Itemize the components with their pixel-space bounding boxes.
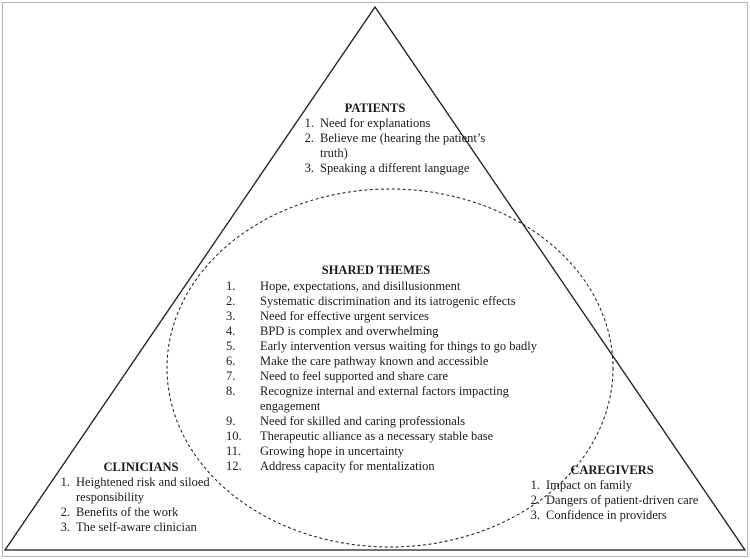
list-item-number: 3.	[304, 161, 314, 175]
list-item-text: Speaking a different language	[320, 161, 470, 175]
list-item: 1. Need for explanations	[300, 116, 490, 131]
list-item: 2. Believe me (hearing the patient’s trut…	[300, 131, 490, 161]
list-item-text: Benefits of the work	[76, 505, 179, 519]
list-item-number: 2.	[226, 294, 236, 308]
list-item-number: 3.	[226, 309, 236, 323]
list-item: 5. Early intervention versus waiting for …	[226, 339, 556, 354]
list-item-text: Systematic discrimination and its iatrog…	[260, 294, 516, 308]
list-item: 7. Need to feel supported and share care	[226, 369, 556, 384]
list-item-number: 1.	[226, 279, 236, 293]
list-item-text: Recognize internal and external factors …	[260, 384, 509, 413]
caregivers-list: 1. Impact on family 2. Dangers of patient-d…	[526, 478, 716, 523]
shared-themes-heading: SHARED THEMES	[321, 263, 431, 277]
caregivers-heading: CAREGIVERS	[570, 463, 654, 477]
list-item-text: The self-aware clinician	[76, 520, 197, 534]
list-item-text: Need for effective urgent services	[260, 309, 429, 323]
list-item-text: Growing hope in uncertainty	[260, 444, 405, 458]
list-item-number: 2.	[530, 493, 540, 507]
list-item-text: Need to feel supported and share care	[260, 369, 449, 383]
list-item-number: 2.	[304, 131, 314, 145]
list-item-text: Heightened risk and siloed responsibilit…	[76, 475, 210, 504]
list-item: 2. Benefits of the work	[56, 505, 236, 520]
list-item: 2. Dangers of patient-driven care	[526, 493, 716, 508]
list-item: 9. Need for skilled and caring profession…	[226, 414, 556, 429]
list-item-number: 1.	[304, 116, 314, 130]
list-item-text: Make the care pathway known and accessib…	[260, 354, 489, 368]
list-item-text: Early intervention versus waiting for th…	[260, 339, 538, 353]
list-item: 3. The self-aware clinician	[56, 520, 236, 535]
shared-themes-section: SHARED THEMES 1. Hope, expectations, and …	[226, 263, 556, 474]
clinicians-section: CLINICIANS 1. Heightened risk and siloed …	[56, 460, 236, 535]
list-item-number: 9.	[226, 414, 236, 428]
list-item: 6. Make the care pathway known and access…	[226, 354, 556, 369]
list-item: 1. Hope, expectations, and disillusionmen…	[226, 279, 556, 294]
patients-section: PATIENTS 1. Need for explanations 2. Believ…	[300, 101, 490, 176]
list-item-text: Dangers of patient-driven care	[546, 493, 699, 507]
list-item: 8. Recognize internal and external factor…	[226, 384, 556, 414]
list-item-text: Hope, expectations, and disillusionment	[260, 279, 461, 293]
clinicians-list: 1. Heightened risk and siloed responsibil…	[56, 475, 236, 535]
list-item-number: 2.	[60, 505, 70, 519]
list-item-text: Address capacity for mentalization	[260, 459, 435, 473]
list-item: 4. BPD is complex and overwhelming	[226, 324, 556, 339]
list-item: 10. Therapeutic alliance as a necessary s…	[226, 429, 556, 444]
list-item: 1. Impact on family	[526, 478, 716, 493]
list-item-text: Therapeutic alliance as a necessary stab…	[260, 429, 494, 443]
list-item-text: Confidence in providers	[546, 508, 667, 522]
list-item-number: 6.	[226, 354, 236, 368]
list-item-text: Need for explanations	[320, 116, 431, 130]
shared-themes-ellipse	[166, 188, 614, 548]
list-item: 3. Speaking a different language	[300, 161, 490, 176]
list-item-text: Believe me (hearing the patient’s truth)	[320, 131, 486, 160]
list-item-number: 11.	[226, 444, 242, 458]
list-item-text: Need for skilled and caring professional…	[260, 414, 466, 428]
patients-heading: PATIENTS	[344, 101, 406, 115]
list-item: 12. Address capacity for mentalization	[226, 459, 556, 474]
shared-themes-list: 1. Hope, expectations, and disillusionmen…	[226, 279, 556, 474]
list-item-number: 5.	[226, 339, 236, 353]
patients-list: 1. Need for explanations 2. Believe me (hea…	[300, 116, 490, 176]
list-item: 11. Growing hope in uncertainty	[226, 444, 556, 459]
list-item-number: 3.	[60, 520, 70, 534]
list-item: 2. Systematic discrimination and its iatr…	[226, 294, 556, 309]
list-item-number: 7.	[226, 369, 236, 383]
list-item-number: 12.	[226, 459, 242, 473]
list-item-number: 3.	[530, 508, 540, 522]
clinicians-heading: CLINICIANS	[103, 460, 179, 474]
list-item-text: Impact on family	[546, 478, 633, 492]
triangle-outline	[3, 5, 747, 551]
list-item-number: 4.	[226, 324, 236, 338]
list-item-number: 1.	[60, 475, 70, 489]
list-item: 3. Confidence in providers	[526, 508, 716, 523]
list-item: 3. Need for effective urgent services	[226, 309, 556, 324]
list-item-number: 8.	[226, 384, 236, 398]
caregivers-section: CAREGIVERS 1. Impact on family 2. Dangers o…	[526, 463, 716, 523]
list-item: 1. Heightened risk and siloed responsibil…	[56, 475, 236, 505]
list-item-number: 10.	[226, 429, 242, 443]
list-item-text: BPD is complex and overwhelming	[260, 324, 439, 338]
list-item-number: 1.	[530, 478, 540, 492]
